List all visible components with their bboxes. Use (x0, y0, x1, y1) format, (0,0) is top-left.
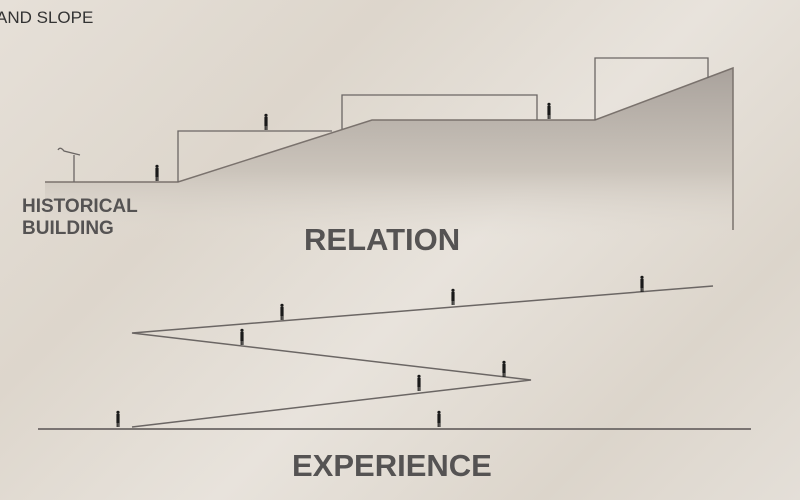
person-figure (640, 275, 644, 292)
person-figure (437, 410, 441, 427)
person-figure (240, 328, 244, 345)
terrain-profile (45, 66, 734, 230)
person-figure (451, 288, 455, 305)
person-figure (502, 360, 506, 377)
person-figure (547, 102, 551, 119)
building-box-1 (177, 130, 332, 182)
relation-title: RELATION (304, 222, 461, 257)
historical-building-label: HISTORICAL BUILDING (22, 196, 138, 240)
person-figure (155, 164, 159, 181)
relation-section (45, 57, 734, 240)
person-figure (116, 410, 120, 427)
experience-section (38, 275, 751, 430)
person-figure (417, 374, 421, 391)
partial-heading: AND SLOPE (0, 8, 94, 27)
person-figure (280, 303, 284, 320)
person-figure (264, 113, 268, 130)
experience-title: EXPERIENCE (292, 448, 492, 483)
zigzag-path (131, 285, 714, 428)
label-line: BUILDING (22, 218, 114, 239)
label-line: HISTORICAL (22, 196, 138, 217)
lamp-icon (57, 147, 81, 182)
building-box-3 (594, 57, 709, 120)
terrain-fill (45, 68, 733, 240)
building-box-2 (341, 94, 538, 129)
